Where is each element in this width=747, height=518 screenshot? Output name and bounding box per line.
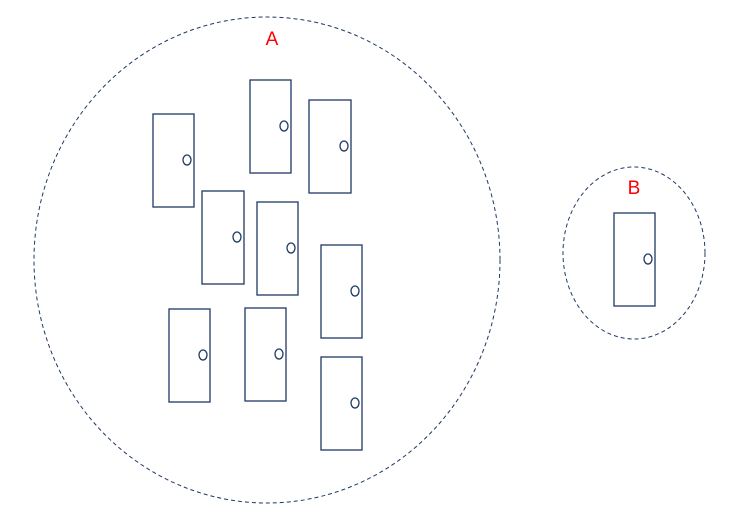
door-icon <box>201 190 245 285</box>
door-icon <box>249 79 292 174</box>
door-icon <box>308 99 352 194</box>
door-icon <box>320 356 363 451</box>
set-b-group: B <box>562 166 706 340</box>
door-icon <box>613 212 656 307</box>
set-b-label: B <box>628 178 641 199</box>
set-b-boundary <box>562 166 706 340</box>
set-a-label: A <box>266 29 279 50</box>
set-a-group: A <box>33 16 501 504</box>
door-icon <box>244 307 287 402</box>
door-icon <box>256 201 299 296</box>
door-icon <box>320 244 363 339</box>
door-icon <box>152 113 195 208</box>
door-icon <box>168 308 211 403</box>
set-a-boundary <box>33 16 501 504</box>
